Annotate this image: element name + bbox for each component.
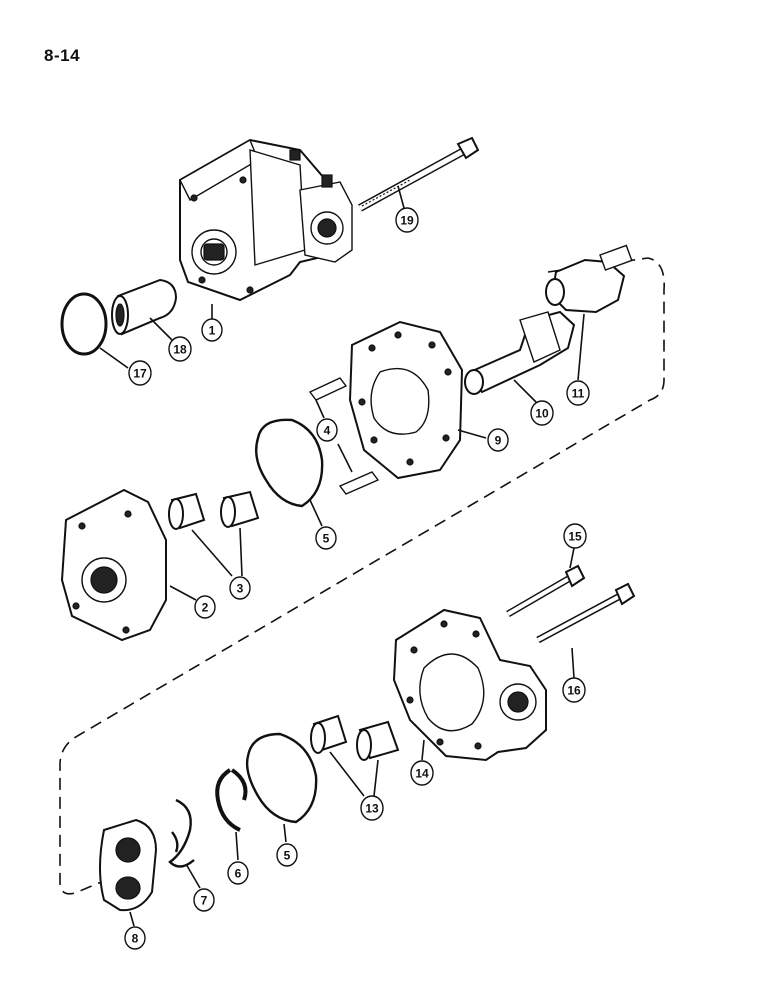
callout-6: 6	[227, 861, 249, 885]
drive-gear-11	[545, 244, 633, 314]
callout-8: 8	[124, 926, 146, 950]
callout-14: 14	[410, 760, 434, 786]
callout-3-label: 3	[237, 582, 244, 596]
callout-5a: 5	[315, 526, 337, 550]
callout-3: 3	[229, 576, 251, 600]
leader-2	[169, 585, 197, 601]
leader-19	[397, 185, 405, 209]
callout-11-label: 11	[572, 387, 585, 401]
bolt-15	[506, 564, 586, 618]
callout-17-label: 17	[133, 367, 147, 381]
callout-5a-label: 5	[323, 532, 330, 546]
leader-7	[185, 863, 201, 889]
callout-10-label: 10	[535, 407, 549, 421]
leader-8	[129, 911, 135, 927]
driven-gear-10	[464, 310, 576, 395]
dowel-pins-4	[308, 377, 380, 495]
callout-11: 11	[566, 380, 590, 406]
wear-plate-8	[99, 818, 158, 912]
bolt-16	[536, 582, 636, 644]
bushings-13-lower	[310, 714, 400, 761]
end-cover-2	[60, 488, 167, 642]
callout-8-label: 8	[132, 932, 139, 946]
leader-11	[577, 313, 585, 381]
leader-17	[99, 347, 129, 369]
leader-5b	[283, 823, 287, 843]
leader-5a	[309, 499, 323, 527]
callout-1: 1	[201, 318, 223, 342]
leader-4	[315, 399, 353, 473]
callout-5b: 5	[276, 843, 298, 867]
body-housing-14	[392, 608, 547, 762]
callout-4-label: 4	[324, 424, 331, 438]
leader-10	[513, 379, 537, 403]
callout-18: 18	[168, 336, 192, 362]
bushings-3-upper	[168, 490, 260, 530]
leader-15	[569, 547, 575, 569]
backup-ring-6	[215, 768, 248, 832]
leader-14	[421, 739, 425, 761]
o-ring-17	[60, 292, 108, 356]
leader-6	[235, 831, 239, 861]
callout-4: 4	[316, 418, 338, 442]
callout-2: 2	[194, 595, 216, 619]
leader-9	[457, 429, 487, 439]
callout-2-label: 2	[202, 601, 209, 615]
callout-14-label: 14	[415, 767, 429, 781]
leader-18	[149, 317, 173, 341]
callout-10: 10	[530, 400, 554, 426]
callout-1-label: 1	[209, 324, 216, 338]
callout-17: 17	[128, 360, 152, 386]
callout-19: 19	[395, 207, 419, 233]
callout-13-label: 13	[365, 802, 379, 816]
callout-19-label: 19	[400, 214, 414, 228]
callout-9-label: 9	[495, 434, 502, 448]
coupling-18	[111, 278, 178, 336]
pump-assembly	[179, 138, 353, 302]
leader-16	[571, 647, 575, 679]
callout-16: 16	[562, 677, 586, 703]
leader-3a	[191, 527, 243, 577]
callout-5b-label: 5	[284, 849, 291, 863]
seal-5-upper	[255, 418, 324, 508]
callout-15: 15	[563, 523, 587, 549]
bolt-19	[358, 136, 480, 212]
assembly-dashed-outline	[59, 257, 665, 895]
callout-7: 7	[193, 888, 215, 912]
wire-seal-7	[168, 798, 195, 868]
callout-18-label: 18	[173, 343, 187, 357]
page-number: 8-14	[44, 46, 81, 65]
callout-13: 13	[360, 795, 384, 821]
leader-13	[329, 751, 379, 797]
gear-plate-9	[348, 320, 464, 480]
callout-16-label: 16	[567, 684, 581, 698]
callout-15-label: 15	[568, 530, 582, 544]
seal-5-lower	[245, 732, 318, 824]
callout-9: 9	[487, 428, 509, 452]
callout-7-label: 7	[201, 894, 208, 908]
callout-6-label: 6	[235, 867, 242, 881]
